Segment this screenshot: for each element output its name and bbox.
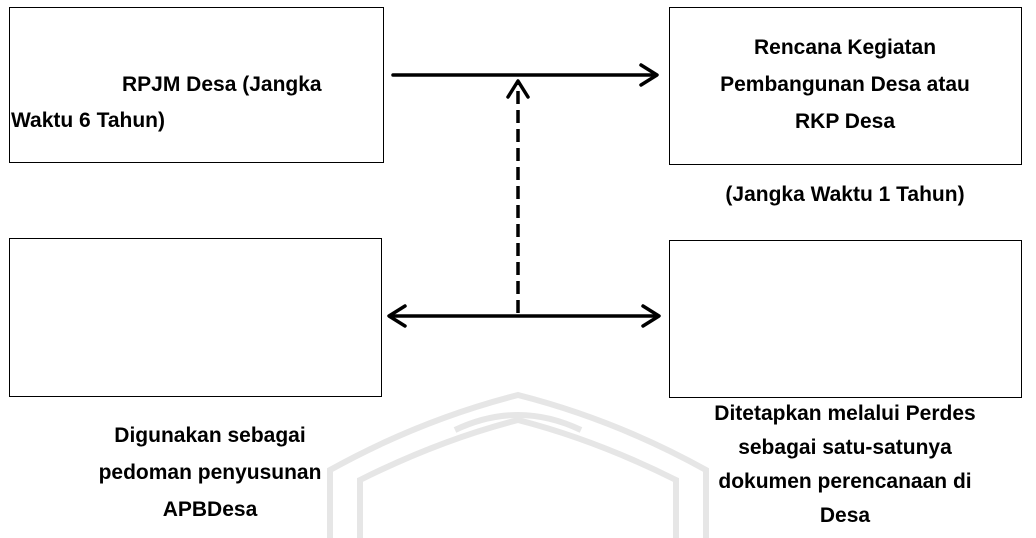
rpjm-desa-label: RPJM Desa (Jangka Waktu 6 Tahun) — [11, 67, 381, 139]
dashed-vertical-arrow-head — [506, 79, 530, 99]
rpjm-line-1: RPJM Desa (Jangka — [122, 73, 322, 96]
apbdesa-caption-line-3: APBDesa — [162, 498, 258, 521]
rkp-period-label: (Jangka Waktu 1 Tahun) — [675, 177, 1015, 213]
perdes-caption-line-2: sebagai satu-satunya — [738, 436, 952, 459]
rkp-line-1: Rencana Kegiatan — [753, 36, 937, 59]
rkp-desa-box — [669, 7, 1022, 165]
bottom-arrow-head-right — [641, 304, 661, 328]
perdes-caption-line-3: dokumen perencanaan di — [718, 470, 972, 493]
rkp-desa-label: Rencana Kegiatan Pembangunan Desa atau R… — [675, 29, 1015, 140]
rkp-period-text: (Jangka Waktu 1 Tahun) — [725, 183, 965, 206]
apbdesa-caption-line-1: Digunakan sebagai — [114, 424, 306, 447]
rkp-line-3: RKP Desa — [795, 110, 895, 133]
rpjm-to-rkp-arrow-head — [639, 63, 659, 87]
rpjm-desa-box — [9, 7, 384, 163]
perdes-caption: Ditetapkan melalui Perdes sebagai satu-s… — [675, 397, 1015, 533]
apbdesa-caption: Digunakan sebagai pedoman penyusunan APB… — [45, 417, 375, 528]
bottom-arrow-head-left — [387, 304, 407, 328]
perdes-caption-line-1: Ditetapkan melalui Perdes — [714, 402, 976, 425]
apbdesa-box — [9, 238, 382, 397]
apbdesa-caption-line-2: pedoman penyusunan — [98, 461, 322, 484]
rkp-line-2: Pembangunan Desa atau — [720, 73, 970, 96]
rpjm-line-2: Waktu 6 Tahun) — [11, 109, 165, 132]
perdes-box — [669, 240, 1022, 398]
perdes-caption-line-4: Desa — [819, 504, 871, 527]
